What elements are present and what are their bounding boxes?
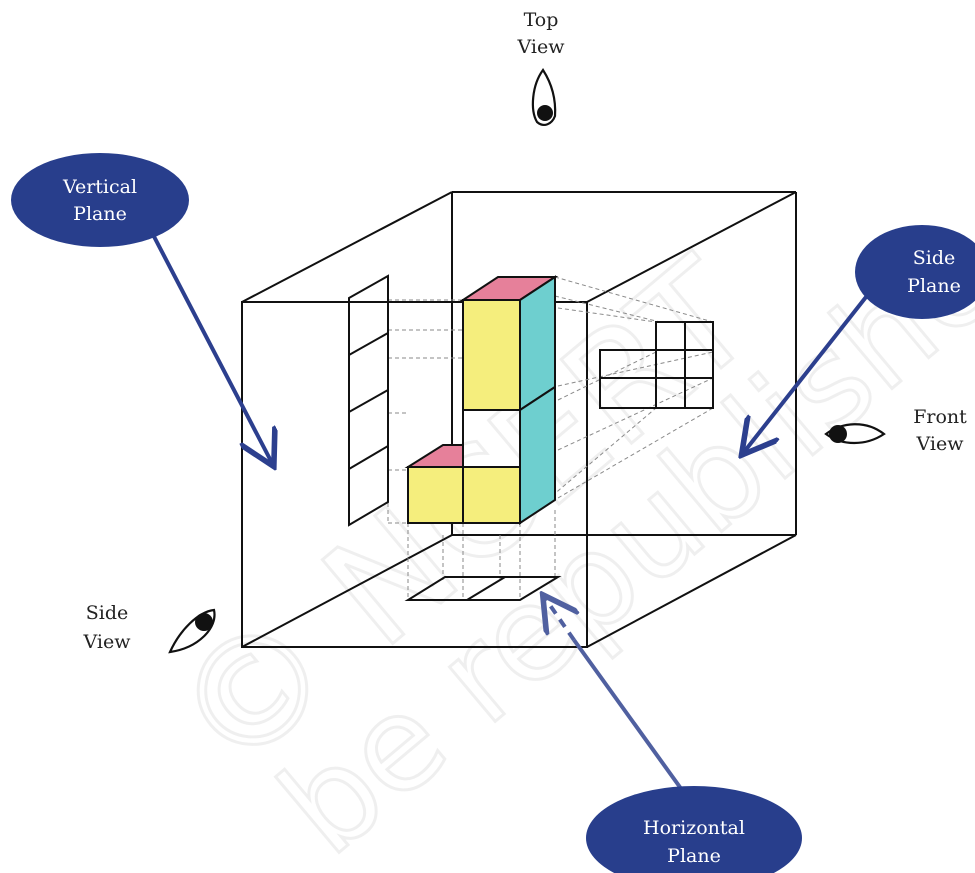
horizontal-plane-arrow-dashed — [545, 598, 574, 642]
horizontal-plane-label-1: Horizontal — [643, 817, 745, 839]
side-plane-arrow — [744, 295, 868, 452]
horizontal-plane-oval: Horizontal Plane — [586, 786, 802, 873]
side-view-label-1: Side — [86, 602, 129, 624]
front-view-eye-icon — [824, 423, 886, 444]
upper-cube-front — [462, 299, 521, 411]
watermark: © NCERT be republished — [140, 144, 975, 873]
vertical-plane-oval: Vertical Plane — [11, 153, 189, 247]
projection-box — [241, 191, 797, 648]
top-view-label-2: View — [517, 36, 566, 58]
lower-cube-side — [519, 385, 556, 525]
horizontal-plane-projection — [404, 576, 562, 601]
top-view-label-1: Top — [524, 9, 559, 31]
side-plane-oval: Side Plane — [855, 225, 975, 319]
box-bottom-left-diagonal — [241, 534, 453, 648]
horizontal-plane-arrow — [572, 638, 684, 792]
front-view-label-2: View — [916, 433, 965, 455]
box-top-right-diagonal — [586, 191, 797, 303]
front-view-label-1: Front — [913, 406, 967, 428]
box-top-left-diagonal — [241, 191, 453, 303]
side-view-eye-icon — [168, 608, 216, 654]
side-view-label-2: View — [83, 631, 132, 653]
vertical-plane-projection — [348, 274, 389, 527]
vertical-plane-arrow — [146, 224, 272, 463]
box-front-face — [241, 301, 588, 648]
cube-object — [404, 275, 559, 525]
side-plane-projection — [599, 321, 714, 409]
box-bottom-right-diagonal — [586, 534, 797, 648]
vertical-plane-label-1: Vertical — [62, 176, 137, 198]
top-view-eye-icon — [531, 68, 557, 126]
side-plane-label-2: Plane — [907, 275, 961, 297]
side-plane-label-1: Side — [913, 247, 956, 269]
vertical-plane-label-2: Plane — [73, 203, 127, 225]
horizontal-plane-label-2: Plane — [667, 845, 721, 867]
